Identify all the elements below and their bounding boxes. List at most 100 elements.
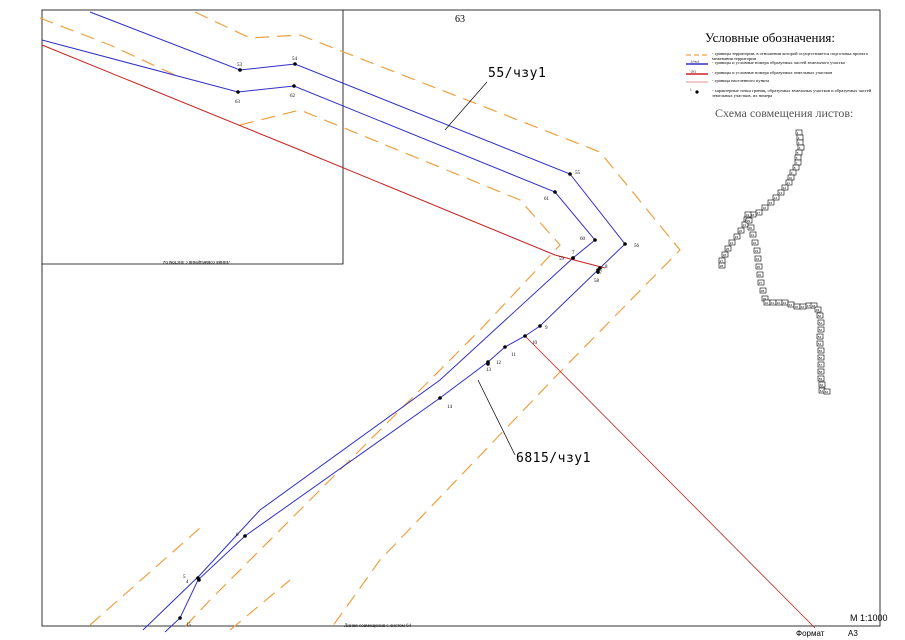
scheme-sheet-16 [761,204,769,211]
scheme-sheet-label-14: 14 [774,196,778,200]
scheme-sheet-58 [817,368,825,375]
scheme-sheet-60 [818,381,826,388]
legend-swatch-label: :ЗУ1 [690,70,697,74]
point-marker-14 [438,396,442,400]
point-label-14: 14 [447,405,453,410]
scheme-sheet-label-2: 2 [798,136,800,140]
scheme-sheet-37 [757,279,765,286]
legend-swatch-label: 1 [690,88,692,92]
point-marker-13 [486,362,490,366]
scheme-sheet-label-8: 8 [794,166,796,170]
scheme-sheet-label-49: 49 [816,308,820,312]
scheme-sheet-51 [817,319,825,326]
scheme-sheet-38 [759,287,767,294]
scheme-sheet-22 [737,227,745,234]
sheet-scheme: 1234567891011121314151617181920212223242… [718,129,831,395]
scheme-sheet-30 [747,224,755,231]
point-label-63: 63 [235,100,241,105]
scheme-sheet-label-38: 38 [761,289,765,293]
point-marker-60 [593,238,597,242]
scheme-sheet-label-11: 11 [787,181,790,185]
scheme-sheet-label-12: 12 [783,186,787,190]
point-marker-58 [596,270,600,274]
scheme-sheet-56 [817,354,825,361]
point-marker-9 [538,324,542,328]
point-label-58: 58 [594,279,600,284]
scheme-sheet-label-18: 18 [751,213,755,217]
joint-line-bottom-label: Линия совмещения с листом 64 [344,624,412,629]
scheme-sheet-52 [817,326,825,333]
territory-boundary-outer [194,11,681,631]
format-label: Формат [796,629,825,638]
scheme-sheet-23 [733,233,741,240]
point-label-5: 5 [183,575,186,580]
territory-boundary-bottom-right [229,579,291,631]
point-label-55: 55 [575,171,581,176]
scheme-sheet-label-16: 16 [763,206,767,210]
legend-item-text: - границы и условные номера образуемых з… [712,70,833,75]
scheme-sheet-label-31: 31 [751,233,755,237]
scheme-sheet-label-9: 9 [791,171,793,175]
scheme-sheet-12 [781,184,789,191]
scheme-sheet-54 [816,340,824,347]
scheme-sheet-label-61: 61 [820,389,824,393]
parcel-label-upper: 55/чзу1 [488,66,547,81]
legend-item-text: - граница населенного пункта [712,78,770,83]
scheme-sheet-label-56: 56 [819,356,823,360]
scheme-sheet-48 [810,302,818,309]
point-marker-63 [236,90,240,94]
scheme-sheet-62 [823,388,831,395]
scheme-sheet-label-60: 60 [820,383,824,387]
scheme-sheet-53 [816,333,824,340]
parcel-label-lower: 6815/чзу1 [516,451,591,466]
scheme-sheet-57 [817,361,825,368]
point-marker-10 [523,334,527,338]
point-label-56: 56 [634,244,640,249]
point-label-12: 12 [496,361,502,366]
scheme-sheet-36 [756,271,764,278]
settlement-boundary [524,335,816,629]
scheme-sheet-label-17: 17 [757,211,761,215]
scheme-sheet-label-51: 51 [819,321,823,325]
scheme-sheet-label-37: 37 [759,281,763,285]
scheme-sheet-label-28: 28 [720,264,724,268]
point-label-57: 57 [597,271,603,276]
scheme-sheet-label-55: 55 [819,349,823,353]
sheet-frame [41,9,881,627]
point-marker-7 [571,256,575,260]
point-label-54: 54 [292,57,298,62]
point-label-8: 8 [605,265,608,270]
scheme-sheet-label-21: 21 [743,223,747,227]
scheme-sheet-label-29: 29 [747,219,751,223]
scheme-sheet-label-1: 1 [797,131,799,135]
scheme-sheet-13 [777,189,785,196]
point-label-53: 53 [237,63,243,68]
scheme-sheet-label-59: 59 [819,377,823,381]
scheme-sheet-label-7: 7 [796,161,798,165]
point-marker-61 [553,190,557,194]
point-marker-62 [292,84,296,88]
scheme-sheet-55 [817,347,825,354]
scheme-sheet-label-40: 40 [765,301,769,305]
scheme-sheet-label-45: 45 [795,305,799,309]
legend-item-text: - характерные точки границ, образуемых з… [712,88,872,98]
scale-label: М 1:1000 [850,613,888,623]
point-label-61: 61 [544,197,550,202]
point-label-7: 7 [572,251,575,256]
part-boundary-inner [41,39,596,631]
joint-line-inset-label: Линия совмещения с листом 62 [162,259,230,264]
leader-lower [477,379,516,456]
point-marker-6 [243,534,247,538]
scheme-sheet-label-22: 22 [739,229,743,233]
scheme-sheet-label-52: 52 [819,328,823,332]
point-label-62: 62 [290,94,296,99]
scheme-title: Схема совмещения листов: [715,106,854,120]
point-label-11: 11 [511,353,516,358]
scheme-sheet-28 [718,262,726,269]
territory-boundary-inner [179,109,561,633]
scheme-sheet-49 [814,306,822,313]
scheme-sheet-label-57: 57 [819,363,823,367]
legend-swatch-label: :1/чзу1 [690,60,700,64]
scheme-sheet-label-35: 35 [757,265,761,269]
